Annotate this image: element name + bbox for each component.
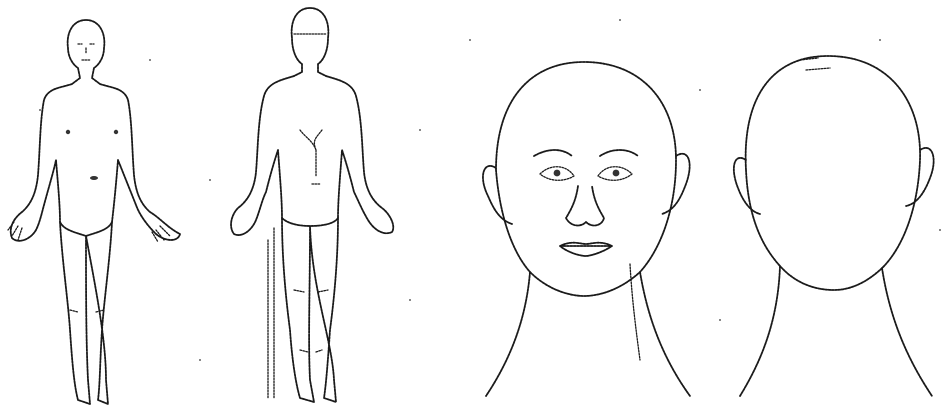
- front-left-nipple: [66, 130, 70, 134]
- front-face-features: [78, 44, 94, 60]
- back-scapula-marks: [300, 130, 322, 184]
- head-back-figure: [734, 56, 934, 396]
- front-navel: [90, 176, 98, 180]
- head-back-hair-marks: [800, 58, 830, 70]
- front-right-nipple: [114, 130, 118, 134]
- back-torso-right: [326, 76, 393, 233]
- head-front-eyebrows: [534, 150, 638, 156]
- back-torso-left: [231, 76, 294, 235]
- front-legs: [60, 222, 112, 404]
- head-back-neck: [740, 266, 932, 396]
- front-torso-right: [100, 84, 180, 240]
- head-back-skull-outline: [746, 56, 920, 290]
- head-front-right-iris: [613, 170, 620, 177]
- back-dotted-guide-line: [268, 228, 274, 398]
- body-front-figure: [8, 20, 180, 404]
- front-torso-left: [11, 84, 72, 241]
- back-head-outline: [292, 8, 329, 76]
- head-front-skull-outline: [496, 62, 676, 296]
- head-front-figure: [483, 62, 690, 396]
- body-back-figure: [231, 8, 393, 402]
- head-front-left-ear: [483, 166, 512, 224]
- back-knee-marks: [294, 290, 328, 352]
- head-front-mouth: [560, 243, 612, 256]
- head-front-neck: [486, 272, 690, 396]
- head-front-nose: [566, 186, 604, 225]
- back-legs: [282, 218, 338, 402]
- head-front-left-iris: [554, 170, 561, 177]
